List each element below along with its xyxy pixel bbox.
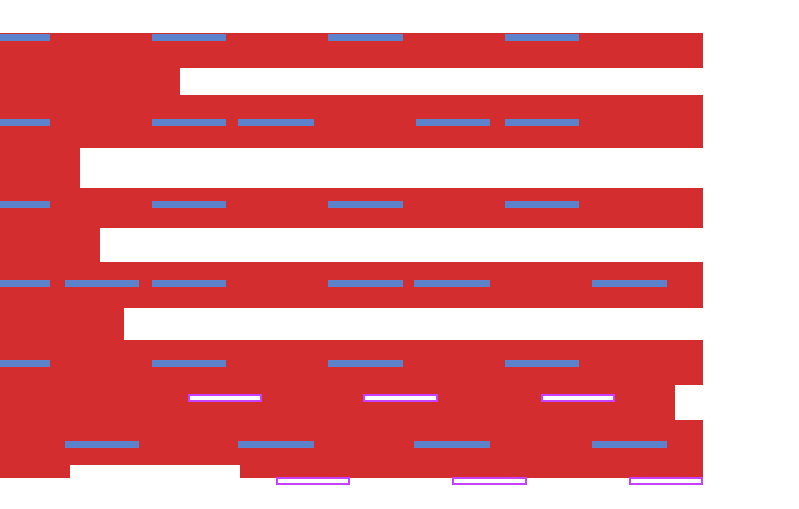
text-line-bar-r6-2[interactable] xyxy=(238,441,314,448)
text-line-bar-r2-5[interactable] xyxy=(505,119,579,126)
text-region-2 xyxy=(0,68,180,95)
field-box-r2-3[interactable] xyxy=(629,477,703,485)
text-line-bar-r2-4[interactable] xyxy=(416,119,490,126)
text-line-bar-r2-1[interactable] xyxy=(0,119,50,126)
text-line-bar-r4-6[interactable] xyxy=(592,280,667,287)
text-line-bar-r6-4[interactable] xyxy=(592,441,667,448)
text-line-bar-r6-3[interactable] xyxy=(414,441,490,448)
field-box-r2-1[interactable] xyxy=(276,477,350,485)
text-line-bar-r6-1[interactable] xyxy=(65,441,139,448)
text-line-bar-r1-2[interactable] xyxy=(152,34,226,41)
text-line-bar-r4-5[interactable] xyxy=(414,280,490,287)
text-line-bar-r2-3[interactable] xyxy=(238,119,314,126)
text-line-bar-r5-1[interactable] xyxy=(0,360,50,367)
text-region-5 xyxy=(0,188,703,228)
text-line-bar-r3-2[interactable] xyxy=(152,201,226,208)
text-line-bar-r1-1[interactable] xyxy=(0,34,50,41)
text-region-8 xyxy=(0,308,124,340)
text-line-bar-r3-1[interactable] xyxy=(0,201,50,208)
text-line-bar-r5-3[interactable] xyxy=(328,360,403,367)
text-line-bar-r5-4[interactable] xyxy=(505,360,579,367)
text-region-3 xyxy=(0,95,703,148)
text-region-12 xyxy=(0,465,70,478)
text-line-bar-r4-4[interactable] xyxy=(328,280,403,287)
text-region-13 xyxy=(240,465,703,478)
text-line-bar-r4-1[interactable] xyxy=(0,280,50,287)
text-region-4 xyxy=(0,148,80,188)
text-line-bar-r4-3[interactable] xyxy=(152,280,226,287)
text-line-bar-r5-2[interactable] xyxy=(152,360,226,367)
text-line-bar-r4-2[interactable] xyxy=(65,280,139,287)
field-box-r1-1[interactable] xyxy=(188,394,262,402)
field-box-r1-3[interactable] xyxy=(541,394,615,402)
text-line-bar-r2-2[interactable] xyxy=(152,119,226,126)
text-region-6 xyxy=(0,228,100,262)
text-line-bar-r1-4[interactable] xyxy=(505,34,579,41)
text-region-10 xyxy=(0,385,675,420)
field-box-r2-2[interactable] xyxy=(452,477,527,485)
field-box-r1-2[interactable] xyxy=(363,394,438,402)
text-line-bar-r3-3[interactable] xyxy=(328,201,403,208)
text-line-bar-r3-4[interactable] xyxy=(505,201,579,208)
text-line-bar-r1-3[interactable] xyxy=(328,34,403,41)
